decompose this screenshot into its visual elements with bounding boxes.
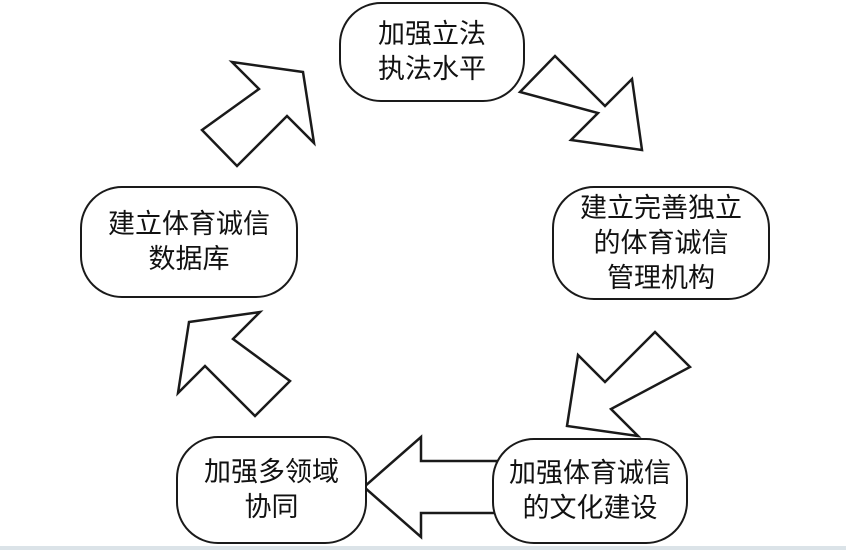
node-text-line: 加强立法 — [378, 19, 486, 50]
node-improve-legislation: 加强立法 执法水平 — [339, 2, 525, 102]
node-text-line: 加强体育诚信 — [509, 458, 671, 489]
arrow-culture-to-cooperation — [362, 434, 499, 540]
node-text-line: 管理机构 — [607, 262, 715, 294]
node-text-line: 数据库 — [148, 244, 230, 275]
node-integrity-database: 建立体育诚信 数据库 — [80, 186, 298, 298]
node-text-line: 执法水平 — [378, 54, 486, 85]
arrow-legislation-to-agency — [517, 54, 644, 152]
node-text-line: 建立完善独立 — [580, 192, 742, 224]
node-independent-agency: 建立完善独立 的体育诚信 管理机构 — [552, 186, 770, 300]
arrow-agency-to-culture — [565, 330, 693, 438]
bottom-edge-strip — [0, 546, 846, 550]
node-text-line: 协同 — [244, 492, 299, 523]
node-text-line: 的文化建设 — [522, 493, 658, 524]
node-text-line: 建立体育诚信 — [108, 209, 270, 240]
node-text-line: 加强多领域 — [204, 457, 339, 488]
node-multi-domain-cooperation: 加强多领域 协同 — [176, 436, 367, 544]
node-text-line: 的体育诚信 — [593, 227, 729, 259]
arrow-cooperation-to-database — [176, 310, 292, 418]
arrow-database-to-legislation — [200, 60, 316, 168]
node-integrity-culture: 加强体育诚信 的文化建设 — [492, 438, 688, 544]
